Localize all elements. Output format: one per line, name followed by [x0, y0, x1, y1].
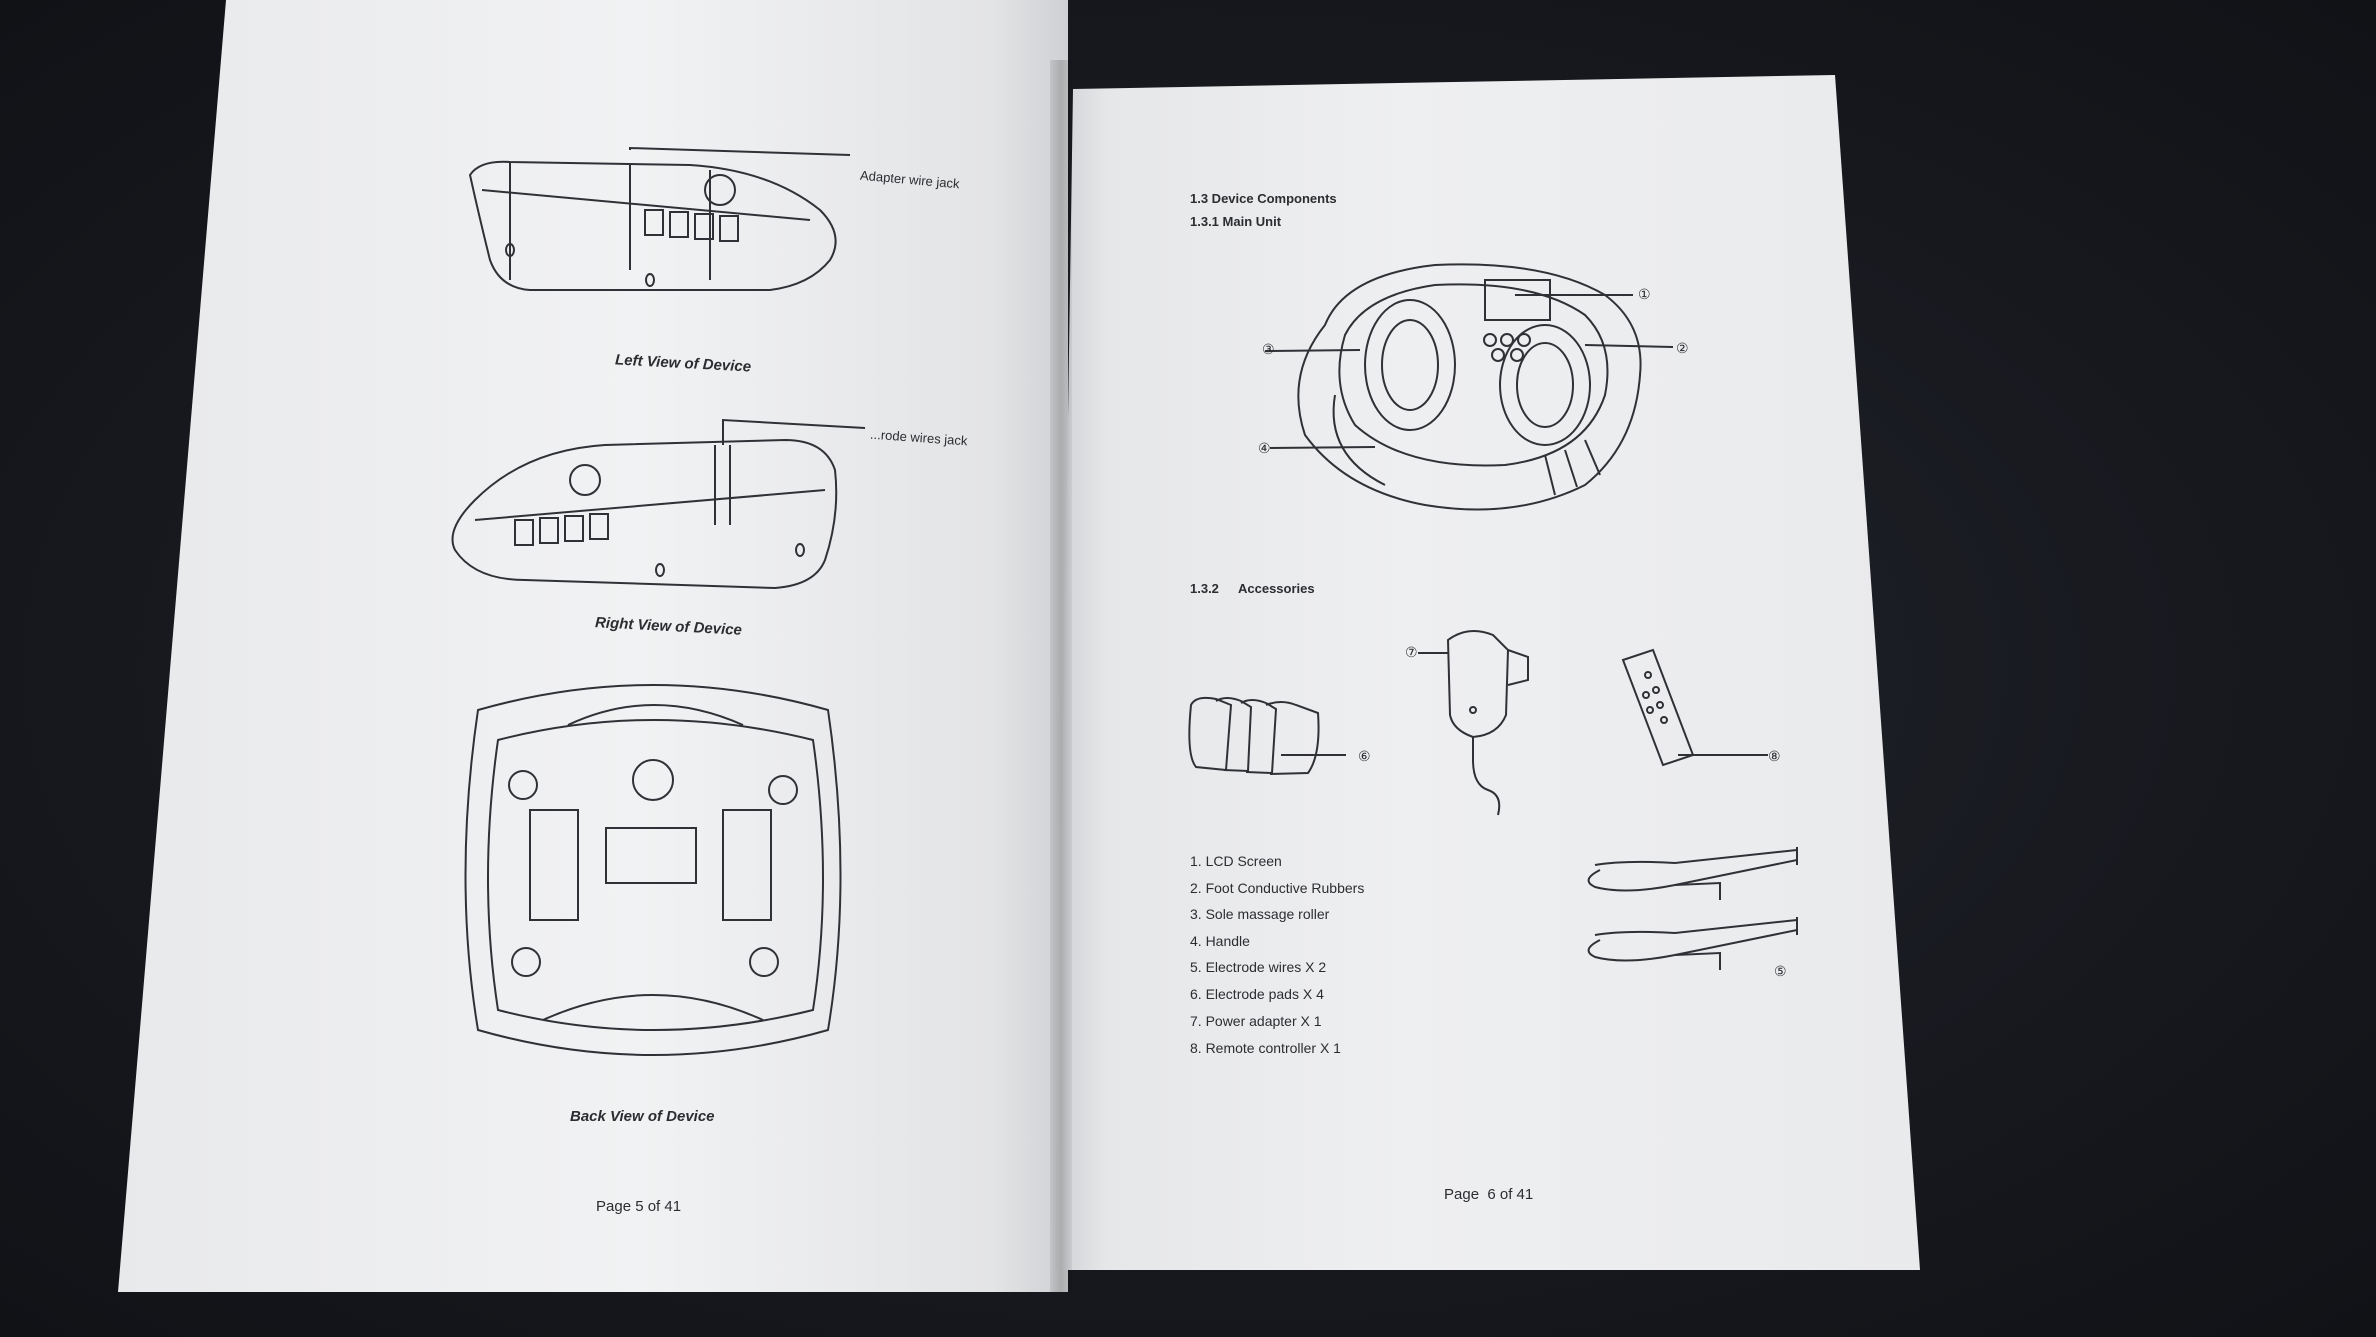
- back-view-illustration: [464, 684, 842, 1056]
- component-item-4: 4. Handle: [1190, 933, 1250, 949]
- marker-2: ②: [1676, 340, 1689, 356]
- right-view-illustration: [451, 418, 866, 590]
- marker-7: ⑦: [1405, 644, 1418, 660]
- main-unit-illustration: [1264, 263, 1674, 511]
- component-item-7: 7. Power adapter X 1: [1190, 1013, 1322, 1029]
- right-page-number: Page 6 of 41: [1444, 1186, 1534, 1203]
- accessories-heading-number: 1.3.2: [1190, 581, 1219, 596]
- marker-1: ①: [1638, 286, 1651, 302]
- left-view-illustration: [468, 146, 851, 291]
- marker-4: ④: [1258, 440, 1271, 456]
- left-page: [118, 0, 1068, 1292]
- left-page-number: Page 5 of 41: [596, 1198, 682, 1215]
- electrode-wires-illustration: [1587, 847, 1798, 970]
- component-item-8: 8. Remote controller X 1: [1190, 1040, 1341, 1056]
- section-heading: 1.3 Device Components: [1190, 191, 1337, 206]
- marker-8: ⑧: [1768, 748, 1781, 764]
- marker-5: ⑤: [1774, 963, 1787, 979]
- component-item-5: 5. Electrode wires X 2: [1190, 959, 1327, 975]
- back-view-caption: Back View of Device: [570, 1108, 715, 1125]
- component-item-1: 1. LCD Screen: [1190, 853, 1282, 869]
- component-item-6: 6. Electrode pads X 4: [1190, 986, 1324, 1002]
- accessories-heading-label: Accessories: [1238, 581, 1315, 596]
- component-item-2: 2. Foot Conductive Rubbers: [1190, 880, 1365, 896]
- component-item-3: 3. Sole massage roller: [1190, 906, 1330, 922]
- remote-controller-illustration: [1621, 648, 1768, 767]
- power-adapter-illustration: [1418, 630, 1529, 816]
- right-page: [1055, 75, 1920, 1270]
- marker-3: ③: [1262, 341, 1275, 357]
- main-unit-heading: 1.3.1 Main Unit: [1190, 214, 1282, 229]
- book-gutter: [1050, 60, 1072, 1292]
- electrode-pads-illustration: [1188, 696, 1346, 775]
- marker-6: ⑥: [1358, 748, 1371, 764]
